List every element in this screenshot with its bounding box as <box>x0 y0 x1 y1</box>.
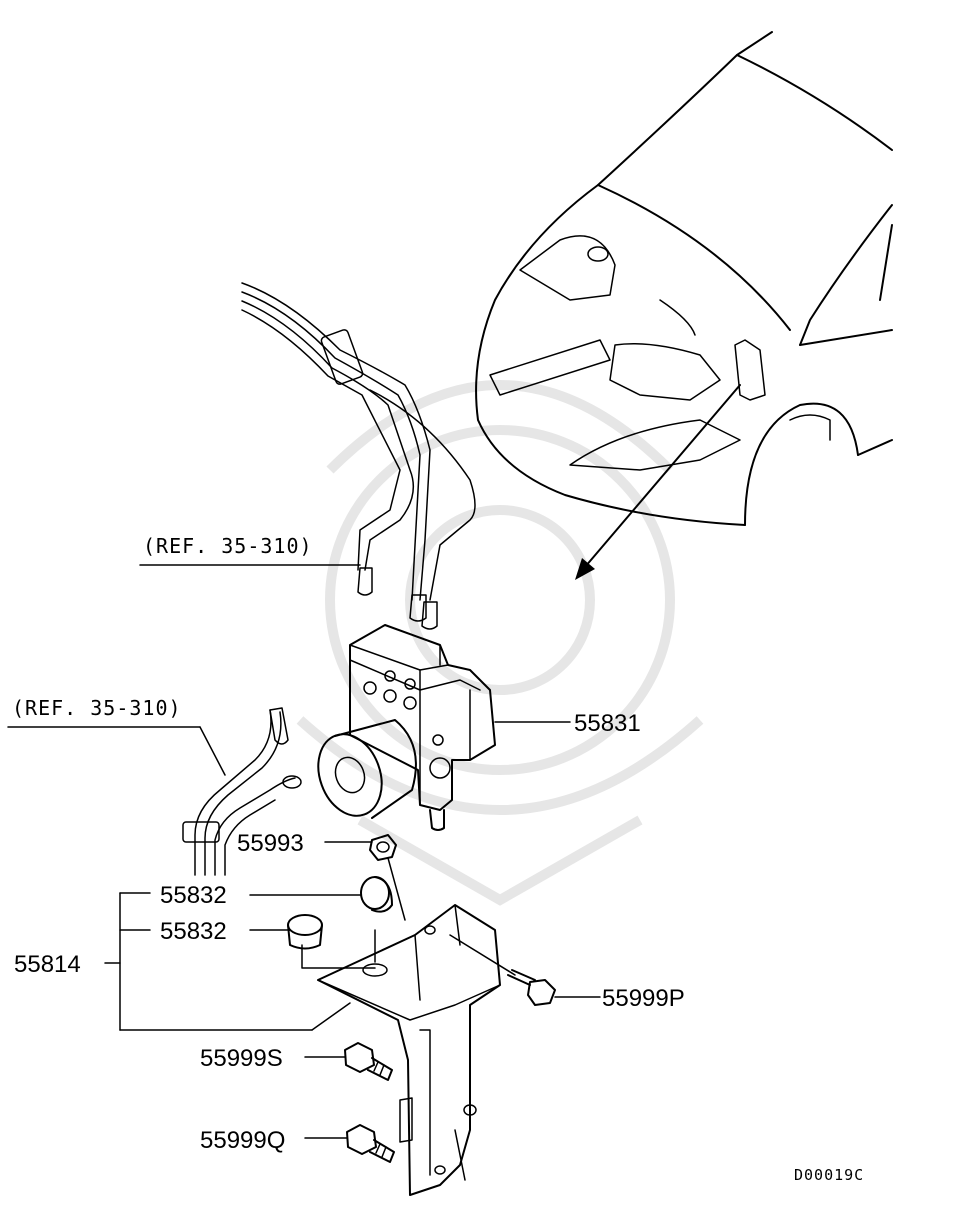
callout-55832-upper: 55832 <box>160 882 227 909</box>
insulator-upper <box>360 876 393 913</box>
locator-arrow <box>575 384 741 580</box>
callout-55993: 55993 <box>237 830 304 857</box>
bolt-55999q <box>346 1124 395 1163</box>
callout-55832-lower: 55832 <box>160 918 227 945</box>
nut-55993 <box>369 834 397 861</box>
leader-lines <box>7 564 601 1139</box>
bolt-55999p <box>507 969 556 1006</box>
vehicle-outline <box>475 31 893 526</box>
brake-pipes-upper <box>241 282 476 630</box>
watermark-emblem <box>296 380 704 906</box>
ref-label-upper: (REF. 35-310) <box>143 534 313 558</box>
mounting-bracket <box>317 904 501 1196</box>
insulator-lower <box>287 914 323 950</box>
brake-pipes-left <box>182 707 302 876</box>
callout-55999q: 55999Q <box>200 1127 285 1154</box>
assembly-guides <box>301 857 516 976</box>
abs-hydraulic-unit <box>317 624 496 831</box>
callout-55999p: 55999P <box>602 985 685 1012</box>
drawing-code: D00019C <box>794 1166 864 1184</box>
callout-55831: 55831 <box>574 710 641 737</box>
ref-label-left: (REF. 35-310) <box>12 696 182 720</box>
callout-55999s: 55999S <box>200 1045 283 1072</box>
bolt-55999s <box>344 1042 393 1081</box>
callout-55814: 55814 <box>14 951 81 978</box>
